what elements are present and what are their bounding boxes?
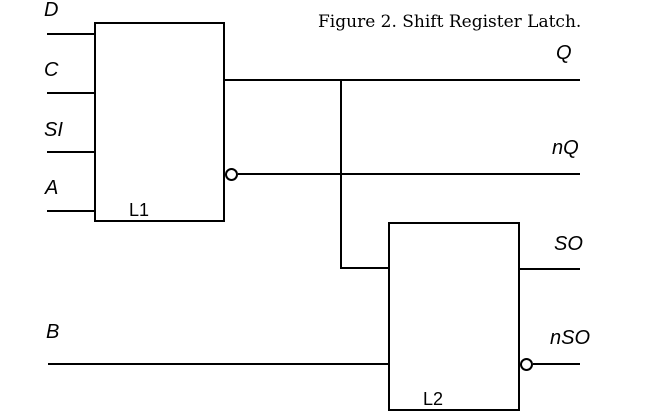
block-l2-label: L2	[423, 389, 444, 409]
wire-branch-q-vertical	[340, 79, 342, 269]
label-signal-d: D	[44, 0, 59, 21]
inversion-bubble-l1	[225, 168, 238, 181]
wire-output-nso	[533, 363, 580, 365]
wire-branch-q-horizontal	[340, 267, 388, 269]
label-signal-q: Q	[556, 42, 572, 64]
label-signal-si: SI	[44, 119, 63, 141]
wire-output-nq	[238, 173, 580, 175]
block-l2: L2	[388, 222, 520, 411]
label-signal-c: C	[44, 59, 59, 81]
wire-output-so	[520, 268, 580, 270]
label-signal-a: A	[45, 177, 59, 199]
block-l1-label: L1	[129, 200, 150, 220]
figure-caption: Figure 2. Shift Register Latch.	[318, 12, 582, 32]
inversion-bubble-l2	[520, 358, 533, 371]
wire-input-d	[47, 33, 94, 35]
label-signal-so: SO	[554, 233, 583, 255]
block-l1: L1	[94, 22, 225, 222]
wire-input-b	[48, 363, 388, 365]
label-signal-b: B	[46, 321, 60, 343]
wire-input-a	[47, 210, 94, 212]
label-signal-nso: nSO	[550, 327, 591, 349]
wire-input-c	[47, 92, 94, 94]
wire-output-q	[225, 79, 580, 81]
wire-input-si	[47, 151, 94, 153]
label-signal-nq: nQ	[552, 137, 579, 159]
